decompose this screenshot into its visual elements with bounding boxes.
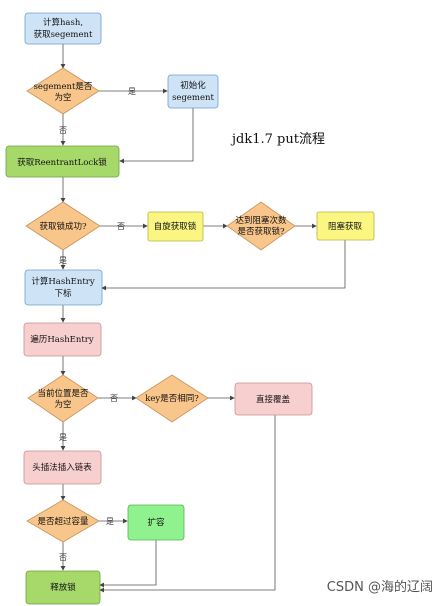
svg-text:segement是否: segement是否 xyxy=(34,82,93,92)
svg-text:初始化: 初始化 xyxy=(180,80,206,91)
edge-init-to-lock xyxy=(119,108,194,164)
svg-text:获取锁成功?: 获取锁成功? xyxy=(39,221,87,232)
svg-text:自旋获取锁: 自旋获取锁 xyxy=(154,221,197,232)
svg-text:为空: 为空 xyxy=(54,399,71,410)
edge-block-to-index xyxy=(101,240,346,291)
label-yes-lock: 是 xyxy=(59,256,67,265)
label-yes-cap: 是 xyxy=(106,517,114,526)
decision-retry-limit: 达到阻塞次数 是否获取锁? xyxy=(226,201,296,251)
diagram-title: jdk1.7 put流程 xyxy=(230,132,325,147)
edges xyxy=(60,44,346,593)
svg-text:头插法插入链表: 头插法插入链表 xyxy=(32,462,92,473)
svg-text:获取ReentrantLock锁: 获取ReentrantLock锁 xyxy=(17,157,107,168)
node-get-lock: 获取ReentrantLock锁 xyxy=(5,145,120,178)
label-no-seg: 否 xyxy=(59,126,67,135)
node-head-insert: 头插法插入链表 xyxy=(23,450,102,485)
node-resize: 扩容 xyxy=(127,504,185,541)
node-spin: 自旋获取锁 xyxy=(147,211,204,242)
svg-text:达到阻塞次数: 达到阻塞次数 xyxy=(235,215,287,226)
watermark: CSDN @海的辽阔 xyxy=(327,579,433,595)
decision-over-cap: 是否超过容量 xyxy=(26,499,100,543)
label-no-lock: 否 xyxy=(117,222,125,231)
decision-pos-empty: 当前位置是否 为空 xyxy=(27,374,99,423)
label-no-cap: 否 xyxy=(59,553,67,562)
svg-text:阻塞获取: 阻塞获取 xyxy=(328,221,363,232)
node-init-seg: 初始化 segement xyxy=(167,74,219,109)
svg-text:扩容: 扩容 xyxy=(147,517,165,528)
svg-text:key是否相同?: key是否相同? xyxy=(145,393,199,404)
node-overwrite: 直接覆盖 xyxy=(234,382,313,416)
node-calc-hash: 计算hash, 获取segement xyxy=(24,12,102,45)
decision-seg-empty: segement是否 为空 xyxy=(26,67,100,115)
node-block: 阻塞获取 xyxy=(316,211,375,241)
svg-text:下标: 下标 xyxy=(54,288,72,299)
decision-lock-ok: 获取锁成功? xyxy=(25,201,101,251)
decision-key-same: key是否相同? xyxy=(135,374,209,423)
node-calc-index: 计算HashEntry 下标 xyxy=(24,269,103,306)
label-no-pos: 否 xyxy=(110,394,118,403)
svg-text:为空: 为空 xyxy=(54,92,71,103)
node-release: 释放锁 xyxy=(25,570,101,605)
svg-text:计算HashEntry: 计算HashEntry xyxy=(31,276,94,287)
svg-text:计算hash,: 计算hash, xyxy=(43,17,83,28)
svg-text:当前位置是否: 当前位置是否 xyxy=(37,388,89,399)
label-yes-seg: 是 xyxy=(128,87,136,96)
svg-text:直接覆盖: 直接覆盖 xyxy=(256,394,291,405)
node-traverse: 遍历HashEntry xyxy=(23,322,102,357)
svg-text:是否获取锁?: 是否获取锁? xyxy=(237,226,285,237)
svg-text:释放锁: 释放锁 xyxy=(50,582,76,593)
svg-text:segement: segement xyxy=(172,93,214,103)
svg-text:获取segement: 获取segement xyxy=(34,29,93,40)
svg-text:是否超过容量: 是否超过容量 xyxy=(37,516,89,527)
svg-text:遍历HashEntry: 遍历HashEntry xyxy=(30,334,93,345)
label-yes-pos: 是 xyxy=(59,433,67,442)
edge-overwrite-to-release xyxy=(99,415,276,593)
edge-resize-to-release xyxy=(99,540,157,588)
